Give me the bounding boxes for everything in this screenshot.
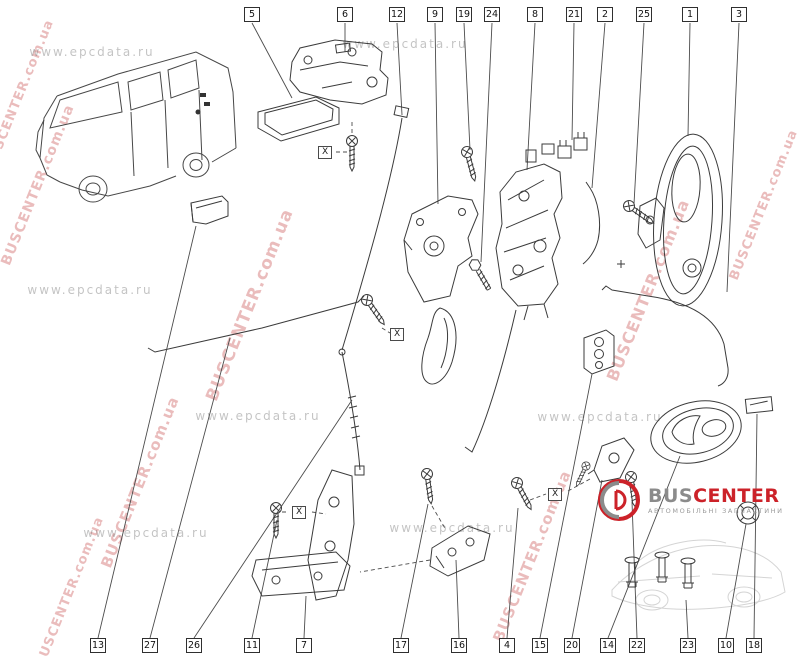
callout-box-3[interactable]: 3	[731, 7, 747, 22]
callout-box-1[interactable]: 1	[682, 7, 698, 22]
part-26-cable	[341, 351, 365, 476]
callout-box-21[interactable]: 21	[566, 7, 582, 22]
callout-box-5[interactable]: 5	[244, 7, 260, 22]
callout-box-13[interactable]: 13	[90, 638, 106, 653]
van-door-markers	[195, 93, 210, 115]
logo-center-text: CENTER	[693, 484, 780, 507]
part-27-rod	[147, 295, 365, 353]
buscenter-logo: BUSCENTER АВТОМОБІЛЬНІ ЗАПЧАСТИНИ	[596, 477, 784, 523]
part-10-knob	[736, 501, 760, 525]
part-3-rod	[601, 285, 729, 387]
callout-box-17[interactable]: 17	[393, 638, 409, 653]
part-19-screw-icon	[459, 144, 481, 183]
part-12-cable	[338, 105, 410, 356]
callout-box-14[interactable]: 14	[600, 638, 616, 653]
part-7-lower-latch	[251, 469, 355, 601]
callout-box-8[interactable]: 8	[527, 7, 543, 22]
callout-box-6[interactable]: 6	[337, 7, 353, 22]
part-5-cover	[257, 96, 340, 142]
callout-box-16[interactable]: 16	[451, 638, 467, 653]
part-16-bracket	[429, 525, 491, 577]
x-quantity-marker: X	[292, 506, 307, 519]
part-1-exterior-handle	[637, 133, 723, 307]
dashed-guides	[282, 122, 591, 573]
callout-box-20[interactable]: 20	[564, 638, 580, 653]
callout-box-2[interactable]: 2	[597, 7, 613, 22]
plus-marks	[617, 260, 625, 268]
x-quantity-marker: X	[548, 488, 563, 501]
part-18-plate	[744, 396, 774, 414]
leader-lines	[97, 22, 758, 639]
buscenter-logo-text: BUSCENTER	[648, 486, 784, 506]
buscenter-emblem-icon	[598, 479, 640, 521]
callout-box-24[interactable]: 24	[484, 7, 500, 22]
part-9-bracket	[403, 195, 479, 385]
part-15-lock-cylinders	[583, 329, 615, 375]
callout-box-18[interactable]: 18	[746, 638, 762, 653]
logo-bus-text: BUS	[648, 484, 694, 507]
callout-box-7[interactable]: 7	[296, 638, 312, 653]
callout-box-19[interactable]: 19	[456, 7, 472, 22]
part-23-fasteners	[624, 551, 696, 589]
callout-box-15[interactable]: 15	[532, 638, 548, 653]
part-9-screw-icon	[358, 291, 390, 329]
part-8-lock	[495, 143, 563, 321]
x-quantity-marker: X	[318, 146, 333, 159]
part-20-bracket	[587, 437, 635, 483]
part-13-clip	[190, 195, 229, 225]
callout-box-11[interactable]: 11	[244, 638, 260, 653]
x-quantity-marker: X	[390, 328, 405, 341]
part-21-connectors	[557, 132, 588, 159]
logo-tagline: АВТОМОБІЛЬНІ ЗАПЧАСТИНИ	[648, 506, 784, 515]
callout-box-25[interactable]: 25	[636, 7, 652, 22]
callout-box-12[interactable]: 12	[389, 7, 405, 22]
part-17-screw-icon	[420, 467, 438, 505]
part-2-rod	[582, 181, 601, 265]
callout-box-4[interactable]: 4	[499, 638, 515, 653]
callout-box-9[interactable]: 9	[427, 7, 443, 22]
part-6-latch-bracket	[289, 39, 389, 105]
part-4-screw-icon	[509, 475, 537, 513]
callout-box-26[interactable]: 26	[186, 638, 202, 653]
van-illustration	[35, 51, 237, 203]
part-24-bolt-icon	[468, 259, 492, 291]
lock-release-rod	[464, 309, 517, 453]
part-20-screw-icon	[572, 460, 592, 489]
part-14-interior-bezel	[650, 400, 742, 464]
part-6-screw-icon	[346, 135, 358, 172]
callout-box-10[interactable]: 10	[718, 638, 734, 653]
callout-box-27[interactable]: 27	[142, 638, 158, 653]
callout-box-23[interactable]: 23	[680, 638, 696, 653]
logo-car-sketch	[611, 539, 786, 611]
callout-box-22[interactable]: 22	[629, 638, 645, 653]
